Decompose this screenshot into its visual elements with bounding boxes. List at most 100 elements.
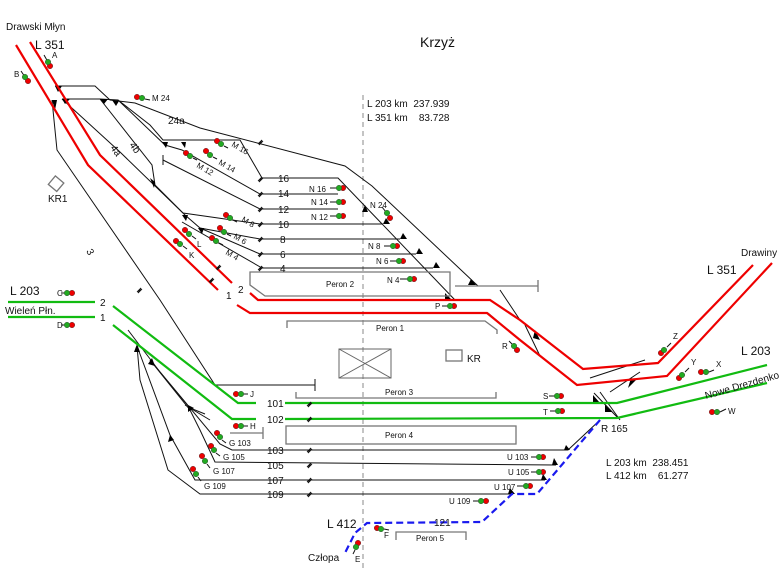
signal-g107: G 107 <box>198 453 235 476</box>
signal-label: B <box>14 70 19 79</box>
track-14 <box>117 99 338 195</box>
signal-n14: N 14 <box>311 198 347 207</box>
signal-u107: U 107 <box>494 483 534 492</box>
signal-post <box>352 549 356 555</box>
signal-label: K <box>189 251 195 260</box>
signal-go-lamp <box>185 230 192 237</box>
signal-go-lamp <box>384 209 391 216</box>
line-l351-east: L 351 <box>707 263 737 277</box>
direction-wielen: Wieleń Płn. <box>5 306 56 317</box>
signal-stop-lamp <box>68 322 75 329</box>
signal-post <box>212 156 218 160</box>
track-h-stub <box>230 427 264 439</box>
signal-post <box>191 235 197 240</box>
signal-stop-lamp <box>213 430 220 437</box>
signal-go-lamp <box>378 526 385 533</box>
signal-go-lamp <box>523 483 530 490</box>
signal-t: T <box>543 408 566 417</box>
track-number: 103 <box>267 446 284 457</box>
signal-post <box>719 408 727 413</box>
signal-post <box>223 145 229 149</box>
kr1-box <box>47 175 65 193</box>
track-2-l351-west <box>29 41 233 284</box>
signal-stop-lamp <box>189 466 196 473</box>
crossovers <box>524 324 646 421</box>
signal-stop-lamp <box>182 149 189 156</box>
signal-label: M 24 <box>152 94 170 103</box>
signal-go-lamp <box>63 290 70 297</box>
signal-label: D <box>57 321 63 330</box>
km-bottom-l203: L 203 km 238.451 <box>606 458 689 469</box>
signal-stop-lamp <box>232 391 239 398</box>
signal-stop-lamp <box>222 211 229 218</box>
signal-label: Z <box>673 332 678 341</box>
signal-g109: G 109 <box>189 466 226 491</box>
track-number: 6 <box>280 250 286 261</box>
signal-stop-lamp <box>698 369 705 376</box>
signal-g103: G 103 <box>213 430 251 448</box>
signal-n8: N 8 <box>368 242 401 251</box>
line-l203-east: L 203 <box>741 344 771 358</box>
track-number: 4b <box>127 140 143 156</box>
signal-go-lamp <box>390 242 397 249</box>
track-102 <box>112 324 768 421</box>
platform-label: Peron 3 <box>385 388 414 397</box>
station-building <box>338 348 392 379</box>
signal-post <box>192 157 198 161</box>
signal-stop-lamp <box>25 77 32 84</box>
track-number: 8 <box>280 235 286 246</box>
track-number: 10 <box>278 220 290 231</box>
signal-stop-lamp <box>133 93 140 100</box>
signal-go-lamp <box>511 343 518 350</box>
signal-a: A <box>43 51 58 70</box>
signal-go-lamp <box>679 372 686 379</box>
signal-label: N 16 <box>309 185 326 194</box>
signal-m16: M 16 <box>213 137 250 157</box>
line-l412: L 412 <box>327 517 357 531</box>
track-1-l351-west <box>15 44 219 291</box>
signal-stop-lamp <box>198 453 205 460</box>
track-109 <box>136 345 512 495</box>
signal-y: Y <box>676 358 697 382</box>
track-number: 24a <box>168 116 185 127</box>
signal-label: R <box>502 342 508 351</box>
signal-go-lamp <box>216 434 223 441</box>
track-h-branch <box>149 359 206 415</box>
signal-go-lamp <box>220 228 227 235</box>
signal-label: N 4 <box>387 276 400 285</box>
signal-label: U 109 <box>449 497 471 506</box>
signal-go-lamp <box>554 393 561 400</box>
signal-post <box>206 463 211 469</box>
signal-post <box>221 439 227 444</box>
signal-label: G 107 <box>213 467 235 476</box>
signal-m6: M 6 <box>216 224 249 247</box>
signal-go-lamp <box>63 322 70 329</box>
signal-u103: U 103 <box>507 453 547 462</box>
signal-label: S <box>543 392 548 401</box>
signal-go-lamp <box>447 303 454 310</box>
signal-go-lamp <box>237 391 244 398</box>
signal-label: C <box>57 289 63 298</box>
kr-label: KR <box>467 354 481 365</box>
signal-label: W <box>728 407 736 416</box>
signal-n4: N 4 <box>387 276 418 285</box>
signal-stop-lamp <box>216 224 223 231</box>
signal-u105: U 105 <box>508 468 547 477</box>
kr1-label: KR1 <box>48 194 68 205</box>
insulated-joints <box>136 139 313 498</box>
platform-label: Peron 2 <box>326 280 355 289</box>
signal-label: G 105 <box>223 453 245 462</box>
signal-label: G 109 <box>204 482 226 491</box>
signal-go-lamp <box>45 59 52 66</box>
signal-label: Y <box>691 358 697 367</box>
signal-c: C <box>57 289 75 298</box>
track-number: 12 <box>278 205 290 216</box>
signal-go-lamp <box>478 498 485 505</box>
platform-3 <box>295 392 497 399</box>
signal-f: F <box>374 525 390 540</box>
signal-g105: G 105 <box>207 443 245 462</box>
platform-label: Peron 4 <box>385 431 414 440</box>
km-top-l203: L 203 km 237.939 <box>367 99 450 110</box>
